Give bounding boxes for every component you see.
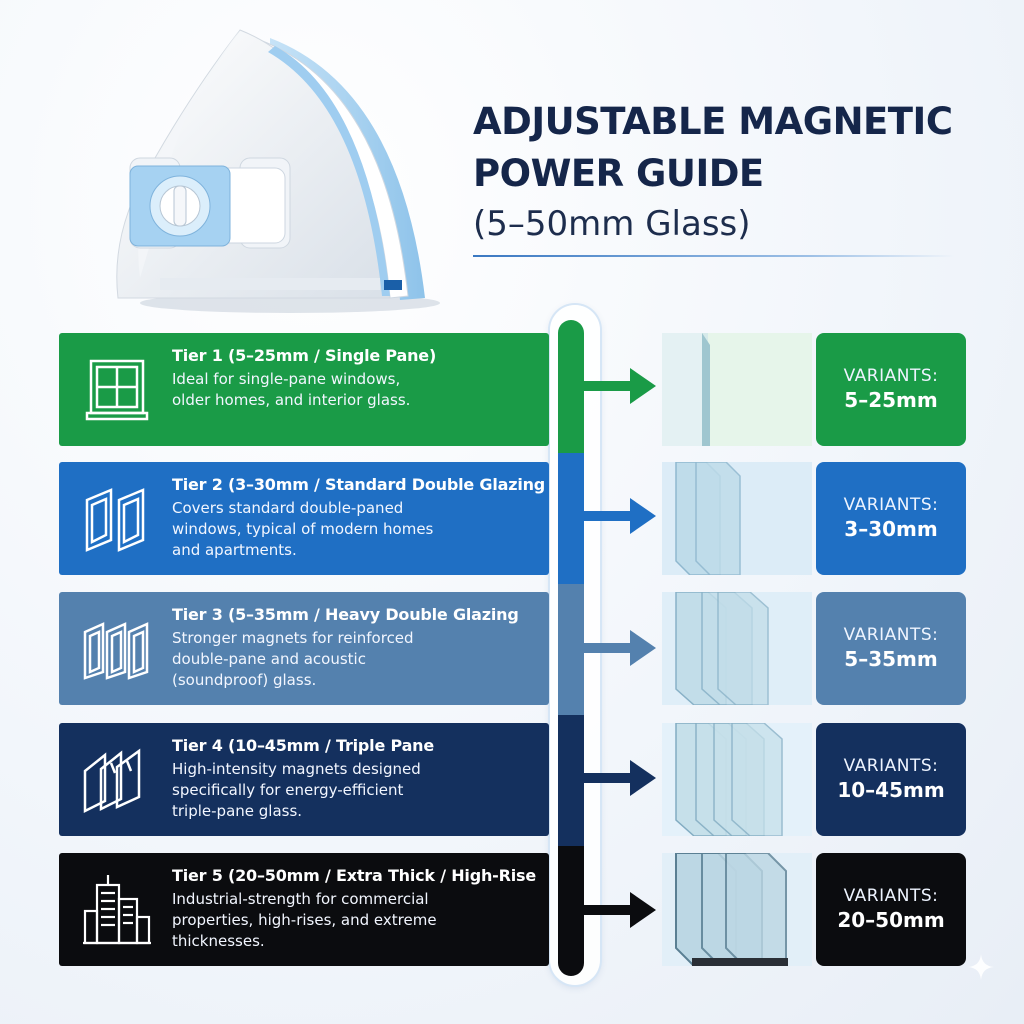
tier-description-line: windows, typical of modern homes <box>172 520 434 538</box>
tier-title: Tier 1 (5–25mm / Single Pane) <box>172 346 437 365</box>
tier-description-line: specifically for energy-efficient <box>172 781 404 799</box>
spine-segment-tier-1 <box>558 320 584 453</box>
variant-box-1: VARIANTS: 5–25mm <box>816 333 966 446</box>
glass-extra-thick-pane-image <box>662 853 812 966</box>
tier-description-line: properties, high-rises, and extreme <box>172 911 437 929</box>
high-rise-building-icon <box>83 875 151 945</box>
tier-description-line: and apartments. <box>172 541 297 559</box>
variant-label: VARIANTS: <box>843 495 939 515</box>
arrow-right-icon <box>584 498 656 534</box>
triple-frame-window-icon <box>83 622 149 680</box>
spine-segment-tier-4 <box>558 715 584 846</box>
glass-double-pane-image <box>662 462 812 575</box>
tier-title: Tier 2 (3–30mm / Standard Double Glazing <box>172 475 546 494</box>
arrow-right-icon <box>584 630 656 666</box>
tier-description: High-intensity magnets designed specific… <box>172 759 544 822</box>
variant-value: 5–25mm <box>844 388 938 412</box>
sparkle-icon <box>968 954 994 980</box>
variant-value: 3–30mm <box>844 517 938 541</box>
variant-box-2: VARIANTS: 3–30mm <box>816 462 966 575</box>
variant-label: VARIANTS: <box>843 366 939 386</box>
tier-description-line: Stronger magnets for reinforced <box>172 629 414 647</box>
tier-title: Tier 4 (10–45mm / Triple Pane <box>172 736 435 755</box>
tier-card-5: Tier 5 (20–50mm / Extra Thick / High-Ris… <box>59 853 549 966</box>
glass-triple-pane-image <box>662 723 812 836</box>
tier-description-line: High-intensity magnets designed <box>172 760 421 778</box>
tier-title: Tier 5 (20–50mm / Extra Thick / High-Ris… <box>172 866 536 885</box>
variant-label: VARIANTS: <box>843 625 939 645</box>
spine-segment-tier-2 <box>558 453 584 584</box>
tier-description: Stronger magnets for reinforced double-p… <box>172 628 544 691</box>
variant-box-4: VARIANTS: 10–45mm <box>816 723 966 836</box>
double-window-icon <box>85 488 145 552</box>
tier-description-line: Covers standard double-paned <box>172 499 404 517</box>
triple-pane-window-icon <box>83 748 141 814</box>
tier-description-line: double-pane and acoustic <box>172 650 366 668</box>
page-title-line-1: ADJUSTABLE MAGNETIC <box>473 100 953 143</box>
tier-description: Ideal for single-pane windows, older hom… <box>172 369 544 411</box>
title-block: ADJUSTABLE MAGNETIC POWER GUIDE (5–50mm … <box>473 96 973 246</box>
tier-description-line: Ideal for single-pane windows, <box>172 370 401 388</box>
tier-description-line: triple-pane glass. <box>172 802 303 820</box>
title-divider <box>473 255 955 257</box>
variant-value: 10–45mm <box>837 778 945 802</box>
arrow-right-icon <box>584 760 656 796</box>
tier-card-4: Tier 4 (10–45mm / Triple Pane High-inten… <box>59 723 549 836</box>
variant-value: 5–35mm <box>844 647 938 671</box>
spine-segment-tier-5 <box>558 846 584 976</box>
product-image <box>116 29 440 313</box>
variant-box-5: VARIANTS: 20–50mm <box>816 853 966 966</box>
spine-segment-tier-3 <box>558 584 584 715</box>
glass-single-pane-image <box>662 333 812 446</box>
variant-label: VARIANTS: <box>843 886 939 906</box>
page-subtitle: (5–50mm Glass) <box>473 204 751 244</box>
tier-description-line: thicknesses. <box>172 932 265 950</box>
tier-card-1: Tier 1 (5–25mm / Single Pane) Ideal for … <box>59 333 549 446</box>
tier-card-2: Tier 2 (3–30mm / Standard Double Glazing… <box>59 462 549 575</box>
variant-label: VARIANTS: <box>843 756 939 776</box>
tier-description-line: (soundproof) glass. <box>172 671 317 689</box>
tier-card-3: Tier 3 (5–35mm / Heavy Double Glazing St… <box>59 592 549 705</box>
single-window-icon <box>85 359 149 421</box>
tier-description: Industrial-strength for commercial prope… <box>172 889 544 952</box>
tier-description-line: Industrial-strength for commercial <box>172 890 429 908</box>
arrow-right-icon <box>584 892 656 928</box>
variant-box-3: VARIANTS: 5–35mm <box>816 592 966 705</box>
page-title-line-2: POWER GUIDE <box>473 152 764 195</box>
arrow-right-icon <box>584 368 656 404</box>
glass-heavy-double-pane-image <box>662 592 812 705</box>
tier-title: Tier 3 (5–35mm / Heavy Double Glazing <box>172 605 519 624</box>
tier-description: Covers standard double-paned windows, ty… <box>172 498 544 561</box>
tier-description-line: older homes, and interior glass. <box>172 391 411 409</box>
variant-value: 20–50mm <box>837 908 945 932</box>
